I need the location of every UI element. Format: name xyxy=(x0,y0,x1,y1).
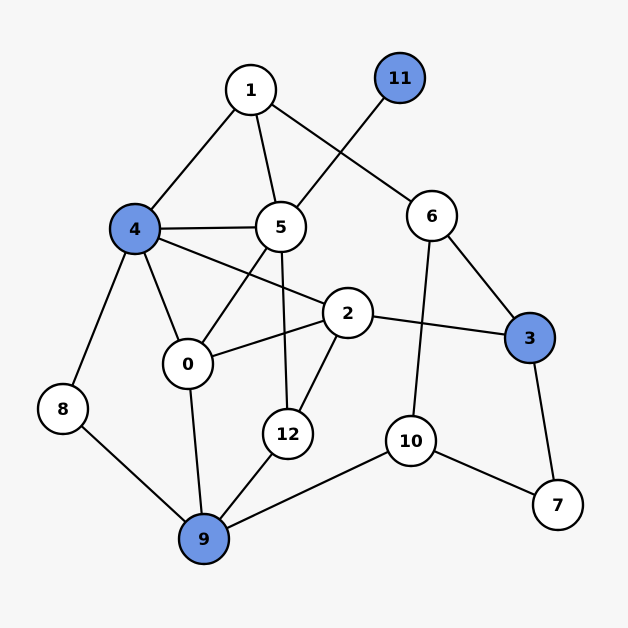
graph-edge-11-5 xyxy=(279,76,402,229)
graph-node-circle-0[interactable] xyxy=(161,337,215,391)
graph-node-circle-4[interactable] xyxy=(108,202,162,256)
graph-node-circle-3[interactable] xyxy=(503,311,557,365)
graph-node-4[interactable]: 4 xyxy=(108,202,162,256)
graph-node-5[interactable]: 5 xyxy=(254,200,308,254)
graph-node-circle-8[interactable] xyxy=(36,382,90,436)
graph-node-1[interactable]: 1 xyxy=(224,63,278,117)
graph-edge-1-4 xyxy=(133,88,253,231)
graph-node-2[interactable]: 2 xyxy=(321,286,375,340)
graph-edge-2-0 xyxy=(186,311,350,366)
graph-node-circle-7[interactable] xyxy=(531,478,585,532)
graph-node-10[interactable]: 10 xyxy=(384,414,438,468)
graph-node-6[interactable]: 6 xyxy=(405,189,459,243)
graph-node-3[interactable]: 3 xyxy=(503,311,557,365)
graph-edge-0-9 xyxy=(186,362,206,541)
graph-node-circle-5[interactable] xyxy=(254,200,308,254)
graph-node-7[interactable]: 7 xyxy=(531,478,585,532)
graph-edge-5-12 xyxy=(279,225,290,436)
graph-node-11[interactable]: 11 xyxy=(373,51,427,105)
graph-edge-10-7 xyxy=(409,439,560,507)
graph-node-circle-1[interactable] xyxy=(224,63,278,117)
graph-edge-2-3 xyxy=(346,311,532,340)
graph-node-8[interactable]: 8 xyxy=(36,382,90,436)
graph-node-circle-10[interactable] xyxy=(384,414,438,468)
graph-node-12[interactable]: 12 xyxy=(261,407,315,461)
graph-node-9[interactable]: 9 xyxy=(177,512,231,566)
graph-node-circle-11[interactable] xyxy=(373,51,427,105)
graph-node-circle-6[interactable] xyxy=(405,189,459,243)
graph-edge-3-7 xyxy=(528,336,560,507)
graph-node-circle-2[interactable] xyxy=(321,286,375,340)
graph-node-0[interactable]: 0 xyxy=(161,337,215,391)
graph-edge-6-10 xyxy=(409,214,434,443)
graph-node-circle-12[interactable] xyxy=(261,407,315,461)
graph-edge-10-9 xyxy=(202,439,413,541)
graph-edge-8-9 xyxy=(61,407,206,541)
graph-edge-4-2 xyxy=(133,227,350,315)
graph-edge-5-0 xyxy=(186,225,283,366)
graph-edge-4-8 xyxy=(61,227,137,411)
graph-node-circle-9[interactable] xyxy=(177,512,231,566)
edges-layer xyxy=(61,76,560,541)
